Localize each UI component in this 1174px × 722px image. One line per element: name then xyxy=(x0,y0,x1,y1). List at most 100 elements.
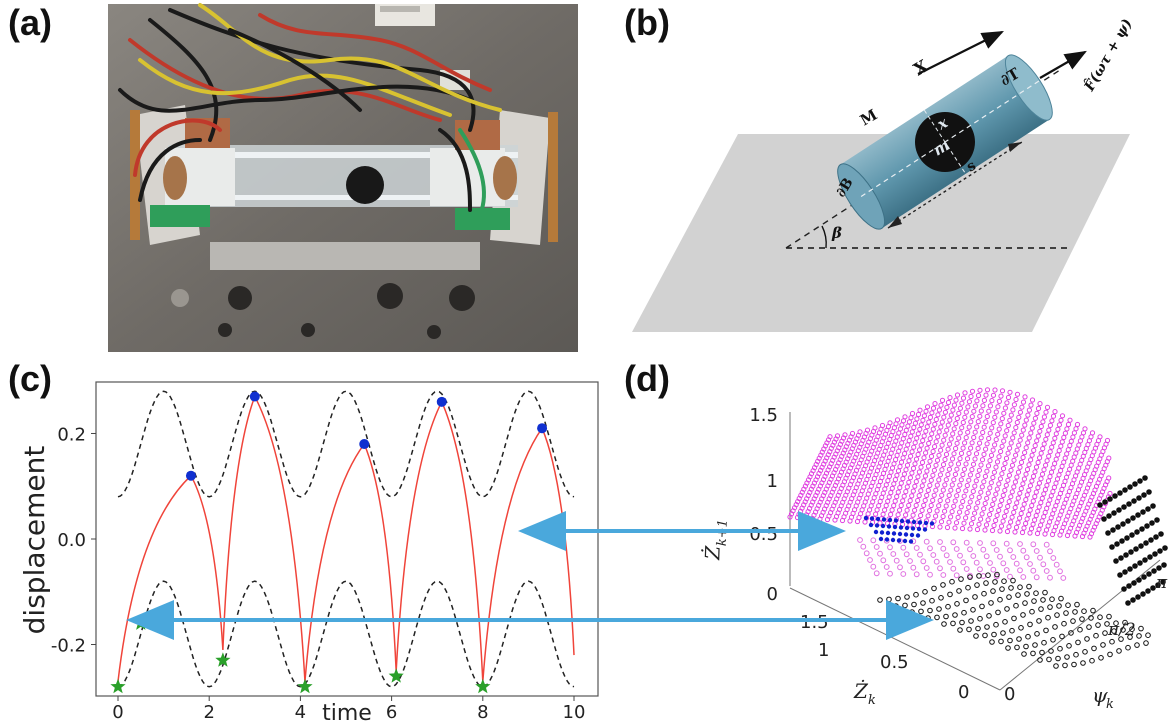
blue-point-5 xyxy=(893,518,899,523)
surface-point-1116 xyxy=(930,552,937,558)
surface-point-559 xyxy=(1002,460,1008,467)
surface-point-754 xyxy=(965,429,971,435)
black-point-120 xyxy=(1077,626,1083,633)
black-point-11 xyxy=(976,573,982,579)
surface-point-955 xyxy=(1017,409,1024,415)
surface-point-341 xyxy=(897,485,903,491)
surface-point-709 xyxy=(926,440,932,446)
surface-point-1133 xyxy=(960,559,967,566)
surface-point-354 xyxy=(994,486,1000,492)
surface-point-629 xyxy=(923,450,929,456)
black-point-152 xyxy=(1145,632,1151,639)
black-point-225 xyxy=(1126,583,1132,589)
surface-point-259 xyxy=(894,494,900,500)
surface-point-718 xyxy=(993,437,999,443)
surface-point-604 xyxy=(1033,464,1040,470)
surface-point-1089 xyxy=(963,539,970,546)
black-point-110 xyxy=(1097,614,1103,621)
surface-point-1136 xyxy=(1000,560,1007,567)
surface-point-439 xyxy=(1020,481,1026,487)
surface-point-561 xyxy=(1017,464,1023,470)
black-point-77 xyxy=(1020,612,1026,618)
surface-point-878 xyxy=(1022,422,1028,428)
surface-point-1080 xyxy=(1104,437,1111,444)
blue-point-8 xyxy=(911,519,917,525)
surface-point-103 xyxy=(948,514,954,520)
surface-point-1166 xyxy=(1007,573,1013,580)
black-point-67 xyxy=(1040,597,1046,603)
surface-point-432 xyxy=(967,472,974,478)
surface-point-357 xyxy=(1017,490,1023,496)
zt-0: 1.5 xyxy=(749,405,778,426)
surface-point-516 xyxy=(985,463,992,469)
surface-point-834 xyxy=(983,419,989,425)
black-point-153 xyxy=(1053,663,1059,669)
black-point-179 xyxy=(1126,501,1132,507)
surface-point-1131 xyxy=(933,558,940,565)
surface-point-66 xyxy=(976,521,982,527)
surface-point-1156 xyxy=(873,570,880,577)
surface-point-75 xyxy=(1043,527,1050,533)
surface-point-997 xyxy=(1049,418,1055,424)
plot-c-ylabel: displacement xyxy=(18,446,51,635)
surface-point-481 xyxy=(1029,478,1035,484)
surface-point-426 xyxy=(922,473,929,479)
surface-point-235 xyxy=(1020,506,1026,512)
surface-point-479 xyxy=(1014,474,1020,480)
black-point-97 xyxy=(1090,607,1096,614)
black-point-48 xyxy=(979,603,985,610)
surface-point-105 xyxy=(963,515,969,521)
surface-point-1032 xyxy=(1028,402,1034,408)
black-point-183 xyxy=(1146,489,1152,495)
black-point-138 xyxy=(1129,626,1135,633)
surface-point-953 xyxy=(1002,405,1009,411)
surface-point-274 xyxy=(1006,499,1012,505)
surface-point-153 xyxy=(1017,515,1023,521)
surface-point-633 xyxy=(953,445,959,452)
black-point-4 xyxy=(913,591,919,598)
surface-point-556 xyxy=(979,457,986,463)
black-point-236 xyxy=(1140,591,1146,597)
surface-point-1033 xyxy=(1035,405,1042,412)
surface-point-12 xyxy=(877,520,883,526)
surface-point-475 xyxy=(984,468,990,474)
surface-point-839 xyxy=(1020,427,1026,433)
surface-point-862 xyxy=(902,431,908,438)
surface-point-880 xyxy=(1037,428,1043,434)
surface-point-462 xyxy=(886,473,893,479)
black-point-60 xyxy=(977,615,983,622)
surface-point-1104 xyxy=(967,546,973,553)
surface-point-102 xyxy=(940,513,946,520)
black-point-227 xyxy=(1136,577,1142,583)
surface-point-112 xyxy=(1015,520,1021,526)
surface-point-1049 xyxy=(872,425,878,431)
surface-point-215 xyxy=(870,499,876,505)
black-point-55 xyxy=(1042,589,1048,596)
surface-point-157 xyxy=(1047,519,1053,525)
surface-point-1155 xyxy=(1057,568,1063,575)
surface-point-625 xyxy=(893,457,899,463)
surface-point-630 xyxy=(930,448,936,455)
surface-point-443 xyxy=(1050,489,1056,495)
surface-point-388 xyxy=(943,477,949,483)
surface-point-940 xyxy=(905,423,911,429)
black-point-163 xyxy=(1143,640,1149,646)
surface-point-518 xyxy=(1000,466,1007,472)
surface-point-909 xyxy=(963,409,969,415)
surface-point-906 xyxy=(941,414,947,420)
surface-point-154 xyxy=(1024,516,1030,522)
surface-point-384 xyxy=(913,479,919,485)
surface-point-1153 xyxy=(1030,567,1037,574)
surface-point-635 xyxy=(968,445,974,451)
black-point-124 xyxy=(1113,620,1119,627)
surface-point-227 xyxy=(960,498,966,505)
boundary-curve-1 xyxy=(117,580,575,688)
surface-point-745 xyxy=(897,444,903,450)
surface-point-1054 xyxy=(909,410,916,417)
surface-point-442 xyxy=(1042,487,1049,493)
black-point-200 xyxy=(1139,526,1145,532)
surface-point-753 xyxy=(957,430,963,436)
surface-point-913 xyxy=(993,409,999,415)
blue-point-35 xyxy=(908,539,914,544)
blue-point-14 xyxy=(880,523,886,529)
